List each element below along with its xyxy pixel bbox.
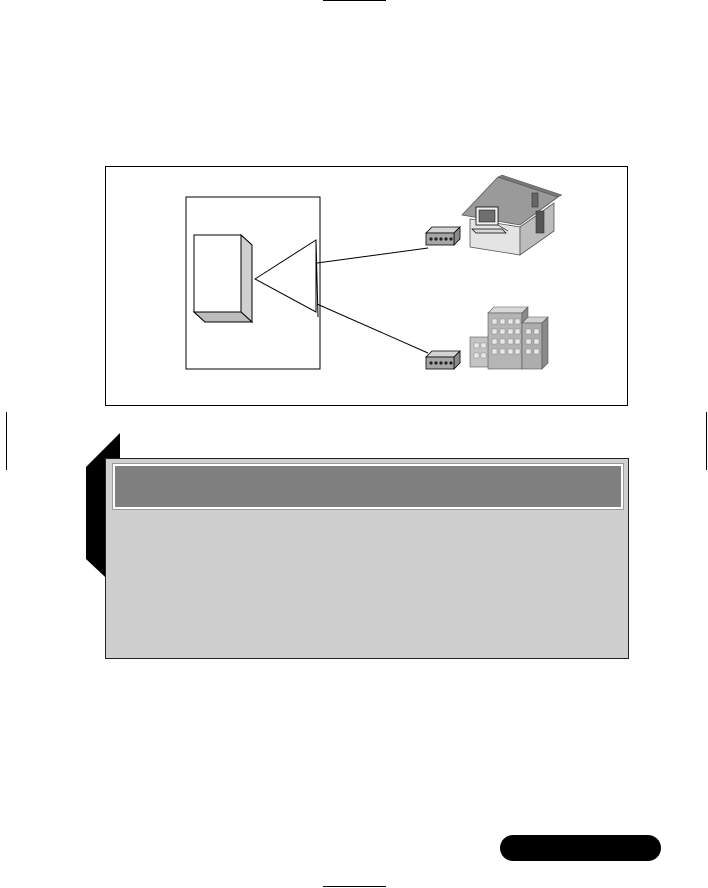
page-number-badge [500,835,661,861]
diagram-canvas [185,174,563,370]
link-to-home [316,247,429,264]
home-modem-icon [425,226,461,246]
bottom-rule [323,886,386,887]
office-building-icon [469,306,549,370]
house-with-computer-icon [461,174,563,256]
left-margin-mark [6,412,7,470]
top-rule [323,0,386,1]
link-to-office [316,303,429,354]
server-tower-icon [192,233,254,324]
office-modem-icon [425,350,461,370]
network-diagram [105,166,628,406]
right-margin-mark [706,412,707,470]
note-header [112,463,624,510]
note-header-text [115,466,621,486]
